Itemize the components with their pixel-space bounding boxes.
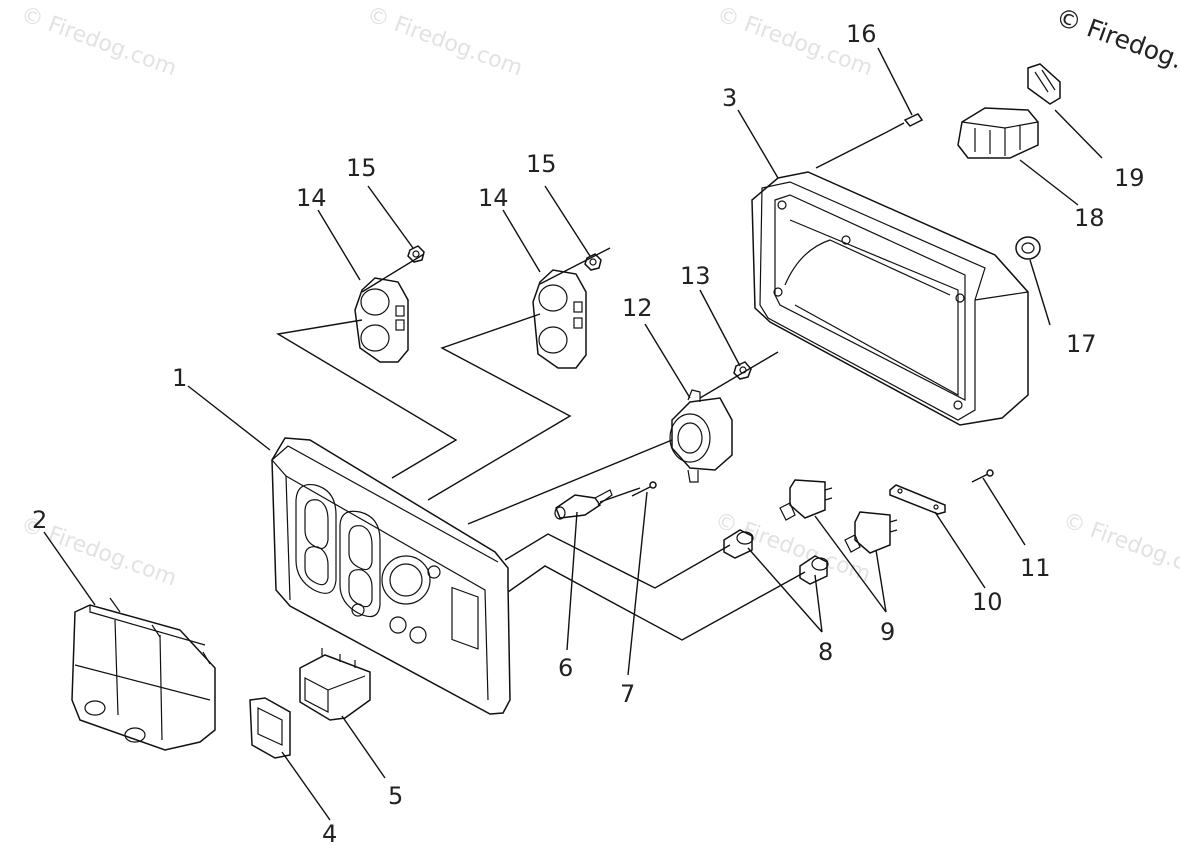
leader-lines (43, 47, 1103, 821)
callout-11: 11 (1020, 554, 1051, 582)
part-19-jumper-strip (1027, 63, 1061, 105)
callout-6: 6 (558, 654, 573, 682)
callout-18: 18 (1074, 204, 1105, 232)
callout-14-left: 14 (296, 184, 327, 212)
part-8-light-a (723, 529, 754, 559)
callout-5: 5 (388, 782, 403, 810)
part-11-screw (971, 469, 994, 483)
callout-14-right: 14 (478, 184, 509, 212)
callout-4: 4 (322, 820, 337, 848)
part-10-bracket (889, 484, 946, 515)
callout-2: 2 (32, 506, 47, 534)
callout-1: 1 (172, 364, 187, 392)
part-17-grommet (1015, 236, 1041, 260)
callout-13: 13 (680, 262, 711, 290)
part-9-breaker-a (779, 479, 833, 521)
callout-8: 8 (818, 638, 833, 666)
part-8-light-b (799, 555, 829, 585)
part-2-cover-plate (71, 597, 216, 751)
callout-15-left: 15 (346, 154, 377, 182)
part-5-rocker-switch (299, 648, 371, 721)
part-15-nut-right (584, 253, 602, 271)
part-7-screw (631, 481, 657, 497)
part-15-nut-left (407, 245, 425, 263)
part-16-screw (884, 113, 924, 134)
callout-17: 17 (1066, 330, 1097, 358)
part-9-breaker-b (844, 511, 898, 554)
callout-9: 9 (880, 618, 895, 646)
callout-19: 19 (1114, 164, 1145, 192)
callout-7: 7 (620, 680, 635, 708)
part-18-terminal-block (957, 107, 1039, 159)
part-14-outlet-left (354, 277, 409, 363)
callout-3: 3 (722, 84, 737, 112)
callout-15-right: 15 (526, 150, 557, 178)
part-1-front-panel (271, 437, 511, 715)
part-3-control-box-housing (751, 171, 1029, 426)
callout-16: 16 (846, 20, 877, 48)
callout-12: 12 (622, 294, 653, 322)
part-12-twist-lock-receptacle (669, 389, 733, 483)
callout-numbers: 1 2 3 4 5 6 7 8 9 10 11 12 13 14 14 15 1… (32, 20, 1145, 848)
part-6-indicator-lamp (554, 489, 613, 520)
assembly-lines (275, 132, 886, 641)
callout-10: 10 (972, 588, 1003, 616)
part-14-outlet-right (532, 269, 587, 369)
part-4-switch-cap (249, 697, 291, 759)
